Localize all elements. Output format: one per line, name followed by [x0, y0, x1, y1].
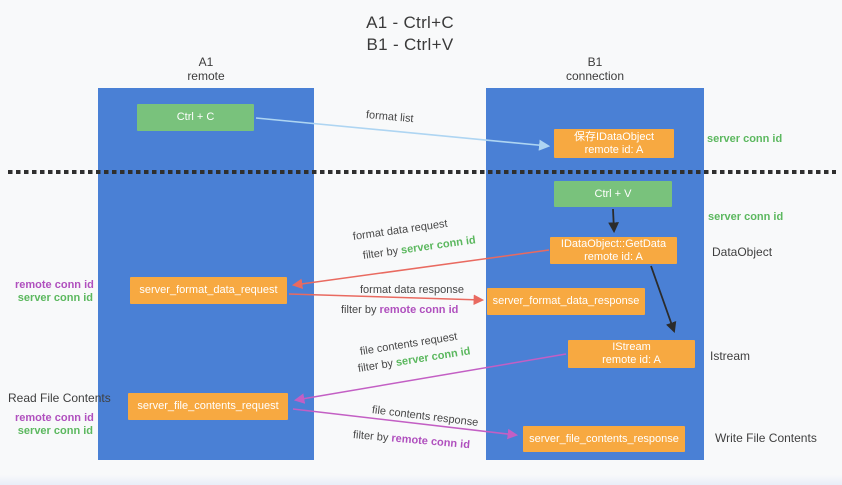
- label-format-list: format list: [365, 109, 415, 126]
- filter-prefix-4: filter by: [352, 429, 392, 445]
- diagram-title: A1 - Ctrl+C B1 - Ctrl+V: [366, 12, 454, 56]
- title-line-2: B1 - Ctrl+V: [366, 35, 454, 54]
- node-file-response-label: server_file_contents_response: [529, 432, 679, 445]
- label-filter-by-remote-conn-id-2: filter by remote conn id: [352, 429, 470, 451]
- filter-prefix-3: filter by: [357, 357, 397, 375]
- bottom-edge-strip: [0, 475, 842, 485]
- node-ctrl-v: Ctrl + V: [554, 181, 672, 207]
- label-file-contents-response: file contents response: [371, 404, 479, 429]
- node-getdata-line1: IDataObject::GetData: [560, 237, 667, 250]
- annotation-server-conn-id-2: server conn id: [17, 425, 93, 437]
- filter-highlight-server-1: server conn id: [400, 234, 477, 257]
- label-filter-by-remote-conn-id-1: filter by remote conn id: [341, 304, 458, 316]
- annotation-remote-conn-id-1: remote conn id: [15, 279, 94, 291]
- node-server-file-contents-request: server_file_contents_request: [128, 393, 288, 420]
- filter-highlight-remote-1: remote conn id: [379, 304, 459, 316]
- node-save-idataobject-line2: remote id: A: [584, 143, 644, 156]
- node-save-idataobject-line1: 保存IDataObject: [573, 130, 655, 143]
- annotation-server-conn-id-mid: server conn id: [708, 211, 784, 223]
- node-file-request-label: server_file_contents_request: [137, 400, 279, 412]
- node-ctrl-c: Ctrl + C: [137, 104, 254, 131]
- node-save-idataobject: 保存IDataObject remote id: A: [554, 129, 674, 158]
- node-format-response-label: server_format_data_response: [492, 295, 640, 307]
- node-server-format-data-response: server_format_data_response: [487, 288, 645, 315]
- filter-prefix-1: filter by: [362, 244, 402, 262]
- node-getdata-line2: remote id: A: [584, 250, 643, 263]
- node-format-request-label: server_format_data_request: [139, 284, 278, 296]
- label-format-data-response: format data response: [360, 284, 464, 296]
- filter-prefix-2: filter by: [341, 304, 380, 316]
- filter-highlight-remote-2: remote conn id: [390, 432, 471, 452]
- node-idataobject-getdata: IDataObject::GetData remote id: A: [550, 237, 677, 264]
- annotation-server-conn-id-1: server conn id: [17, 292, 93, 304]
- annotation-remote-conn-id-2: remote conn id: [15, 412, 94, 424]
- node-istream-line1: IStream: [612, 341, 651, 353]
- lifeline-b1-subtitle: connection: [565, 69, 625, 83]
- annotation-write-file-contents: Write File Contents: [715, 431, 817, 445]
- lifeline-header-b1: B1 connection: [486, 55, 704, 83]
- node-server-file-contents-response: server_file_contents_response: [523, 426, 685, 452]
- node-ctrl-c-label: Ctrl + C: [176, 111, 215, 123]
- annotation-read-file-contents: Read File Contents: [8, 391, 111, 405]
- dotted-divider: [8, 170, 836, 174]
- node-server-format-data-request: server_format_data_request: [130, 277, 287, 304]
- title-line-1: A1 - Ctrl+C: [366, 13, 454, 32]
- lifeline-a1-subtitle: remote: [187, 69, 225, 83]
- lifeline-a1-name: A1: [198, 55, 214, 69]
- node-ctrl-v-label: Ctrl + V: [594, 187, 632, 200]
- annotation-dataobject: DataObject: [712, 245, 773, 259]
- node-istream-line2: remote id: A: [602, 354, 661, 366]
- lifeline-b1-name: B1: [587, 55, 603, 69]
- lifeline-header-a1: A1 remote: [98, 55, 314, 83]
- annotation-server-conn-id-top: server conn id: [707, 133, 783, 145]
- node-istream: IStream remote id: A: [568, 340, 695, 368]
- annotation-istream: Istream: [710, 349, 751, 363]
